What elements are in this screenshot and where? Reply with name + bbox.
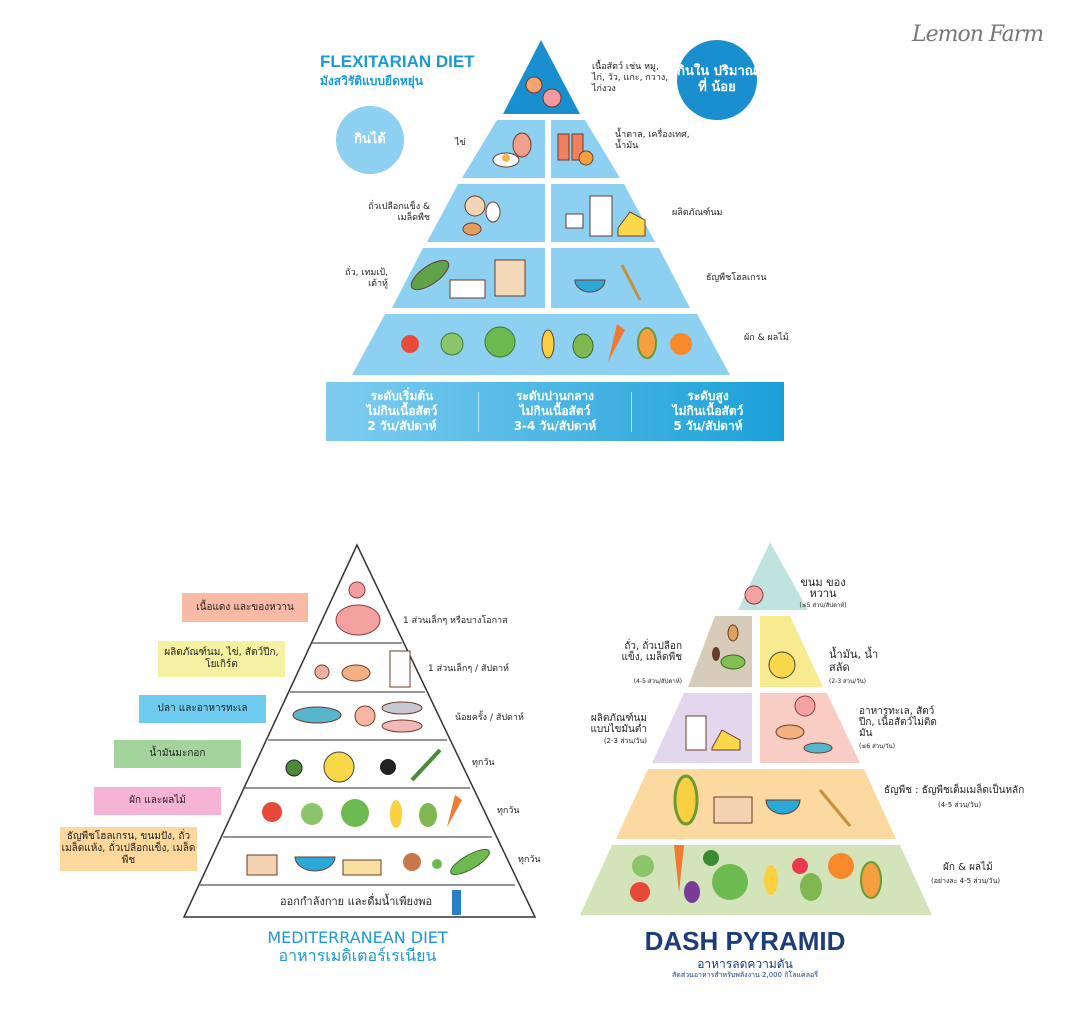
label-grains: ธัญพืชโฮลเกรน xyxy=(706,273,767,283)
dash-serving-sweets: (≤5 ส่วน/สัปดาห์) xyxy=(799,602,847,609)
food-icons xyxy=(246,76,882,915)
dash-serving-nuts: (4-5 ส่วน/สัปดาห์) xyxy=(633,678,682,685)
dash-serving-dairy: (2-3 ส่วน/วัน) xyxy=(603,737,647,745)
med-freq-2: 1 ส่วนเล็กๆ / สัปดาห์ xyxy=(428,664,509,674)
dash-title: DASH PYRAMID xyxy=(644,926,846,956)
dash-note: สัดส่วนอาหารสำหรับพลังงาน 2,000 กิโลแคลอ… xyxy=(672,971,818,979)
dash-tier-protein xyxy=(760,693,860,763)
med-category-dairy: ผลิตภัณฑ์นม, ไข่, สัตว์ปีก, โยเกิร์ต xyxy=(158,641,285,677)
flex-tier-veg xyxy=(352,314,730,375)
flex-tier-egg xyxy=(462,120,545,178)
label-beans: ถั่ว, เทมเป้, เต้าหู้ xyxy=(345,268,388,289)
dash-label-oil: น้ำมัน, น้ำสลัด xyxy=(829,648,879,674)
med-category-olive-oil: น้ำมันมะกอก xyxy=(114,740,241,768)
label-egg: ไข่ xyxy=(455,138,466,148)
flexitarian-levels-banner: ระดับเริ่มต้นไม่กินเนื้อสัตว์2 วัน/สัปดา… xyxy=(326,382,784,441)
med-freq-5: ทุกวัน xyxy=(497,806,520,816)
flexitarian-subtitle: มังสวิรัติแบบยืดหยุ่น xyxy=(320,74,424,88)
dash-serving-oil: (2-3 ส่วน/วัน) xyxy=(829,678,867,685)
flex-tier-meat xyxy=(503,40,580,114)
med-category-fish: ปลา และอาหารทะเล xyxy=(139,695,266,723)
dash-serving-protein: (≤6 ส่วน/วัน) xyxy=(859,743,896,750)
dash-tier-nuts xyxy=(688,616,752,687)
dash-label-nuts: ถั่ว, ถั่วเปลือกแข็ง, เมล็ดพืช xyxy=(621,641,682,663)
label-nuts: ถั่วเปลือกแข็ง & เมล็ดพืช xyxy=(368,202,430,223)
med-category-grains: ธัญพืชโฮลเกรน, ขนมปัง, ถั่วเมล็ดแห้ง, ถั… xyxy=(60,827,197,871)
dash-serving-grains: (4-5 ส่วน/วัน) xyxy=(938,801,982,809)
med-freq-4: ทุกวัน xyxy=(472,758,495,768)
med-category-red-meat: เนื้อแดง และของหวาน xyxy=(182,593,308,622)
level-beginner: ระดับเริ่มต้นไม่กินเนื้อสัตว์2 วัน/สัปดา… xyxy=(366,389,438,433)
dash-label-protein: อาหารทะเล, สัตว์ปีก, เนื้อสัตว์ไม่ติดมัน xyxy=(859,706,937,739)
level-intermediate: ระดับปานกลางไม่กินเนื้อสัตว์3-4 วัน/สัปด… xyxy=(513,389,597,433)
label-meat: เนื้อสัตว์ เช่น หมู, ไก่, วัว, แกะ, กวาง… xyxy=(592,62,669,94)
label-sugar: น้ำตาล, เครื่องเทศ, น้ำมัน xyxy=(615,130,690,151)
eat-little-circle: กินใน ปริมาณที่ น้อย xyxy=(677,40,757,120)
dash-label-dairy: ผลิตภัณฑ์นม แบบไขมันต่ำ xyxy=(590,713,647,735)
dash-label-sweets: ขนม ของหวาน xyxy=(800,576,846,600)
med-category-vegetables: ผัก และผลไม้ xyxy=(94,787,221,815)
label-veg: ผัก & ผลไม้ xyxy=(744,333,789,343)
lemon-farm-logo: Lemon Farm xyxy=(912,22,1044,47)
flex-tier-grains xyxy=(551,248,690,308)
med-freq-3: น้อยครั้ง / สัปดาห์ xyxy=(455,713,524,723)
level-advanced: ระดับสูงไม่กินเนื้อสัตว์5 วัน/สัปดาห์ xyxy=(672,389,744,433)
dash-subtitle: อาหารลดความดัน xyxy=(697,957,793,971)
dash-tier-oil xyxy=(760,616,823,687)
med-pyramid-outline xyxy=(182,543,537,918)
can-eat-circle: กินได้ xyxy=(336,106,404,174)
dash-label-veg: ผัก & ผลไม้ xyxy=(943,862,993,873)
label-dairy: ผลิตภัณฑ์นม xyxy=(672,208,723,218)
med-freq-1: 1 ส่วนเล็กๆ หรือบางโอกาส xyxy=(403,616,508,626)
med-base-exercise: ออกกำลังกาย และดื่มน้ำเพียงพอ xyxy=(280,895,433,908)
dash-tier-grains xyxy=(616,769,896,839)
dash-serving-veg: (อย่างละ 4-5 ส่วน/วัน) xyxy=(931,877,1001,885)
dash-label-grains: ธัญพืช : ธัญพืชเต็มเมล็ดเป็นหลัก xyxy=(884,785,1025,796)
med-freq-6: ทุกวัน xyxy=(518,855,541,865)
flexitarian-title: FLEXITARIAN DIET xyxy=(320,52,475,71)
